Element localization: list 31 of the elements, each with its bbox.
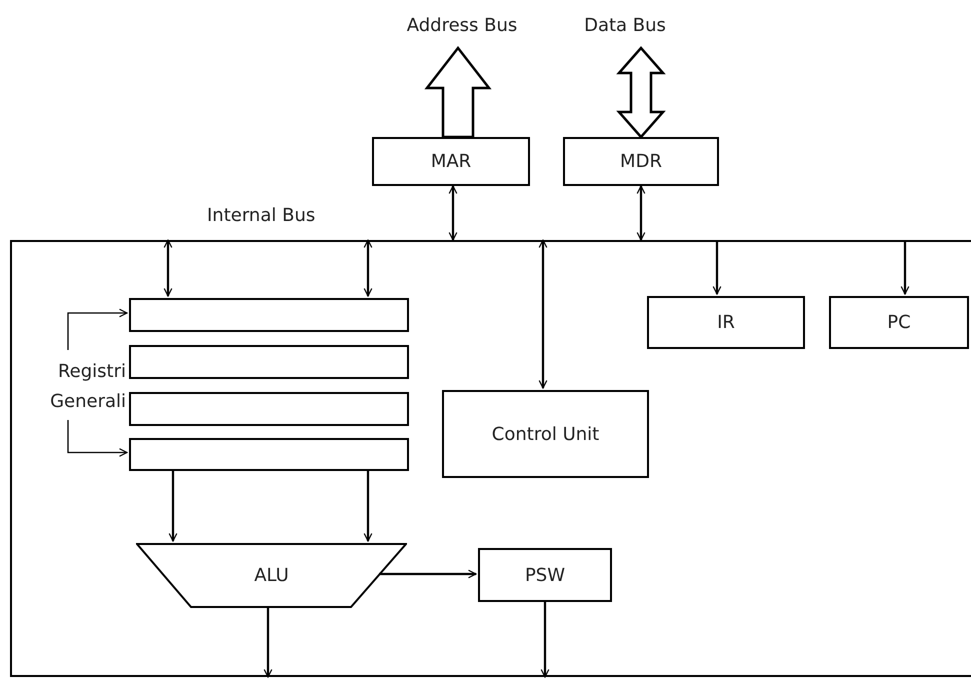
arrow [168, 469, 178, 542]
component-box: MDR [563, 137, 719, 186]
bus-label: Internal Bus [207, 204, 316, 228]
register-bar [129, 298, 409, 332]
leader-arrow [67, 420, 128, 457]
component-box: PC [829, 296, 969, 349]
register-bar [129, 345, 409, 379]
registers-label: Registri Generali [18, 356, 126, 418]
arrow [364, 469, 372, 542]
bus-arrow [424, 46, 492, 138]
double-arrow [636, 185, 646, 241]
component-box: Control Unit [442, 390, 649, 478]
double-arrow [364, 239, 372, 297]
alu-trapezoid: ALU [136, 543, 407, 608]
arrow [712, 240, 722, 295]
component-box: MAR [372, 137, 530, 186]
arrow [540, 600, 550, 678]
register-bar [129, 438, 409, 471]
bus-arrow [616, 46, 666, 139]
bus-label: Data Bus [570, 12, 680, 40]
double-arrow [164, 239, 172, 297]
arrow [900, 240, 910, 295]
leader-arrow [67, 308, 128, 350]
component-box: IR [647, 296, 805, 349]
arrow [379, 570, 477, 578]
component-box: PSW [478, 548, 612, 602]
register-bar [129, 392, 409, 426]
double-arrow [448, 185, 458, 241]
arrow [264, 606, 272, 678]
double-arrow [538, 239, 548, 389]
bus-label: Address Bus [382, 12, 542, 40]
